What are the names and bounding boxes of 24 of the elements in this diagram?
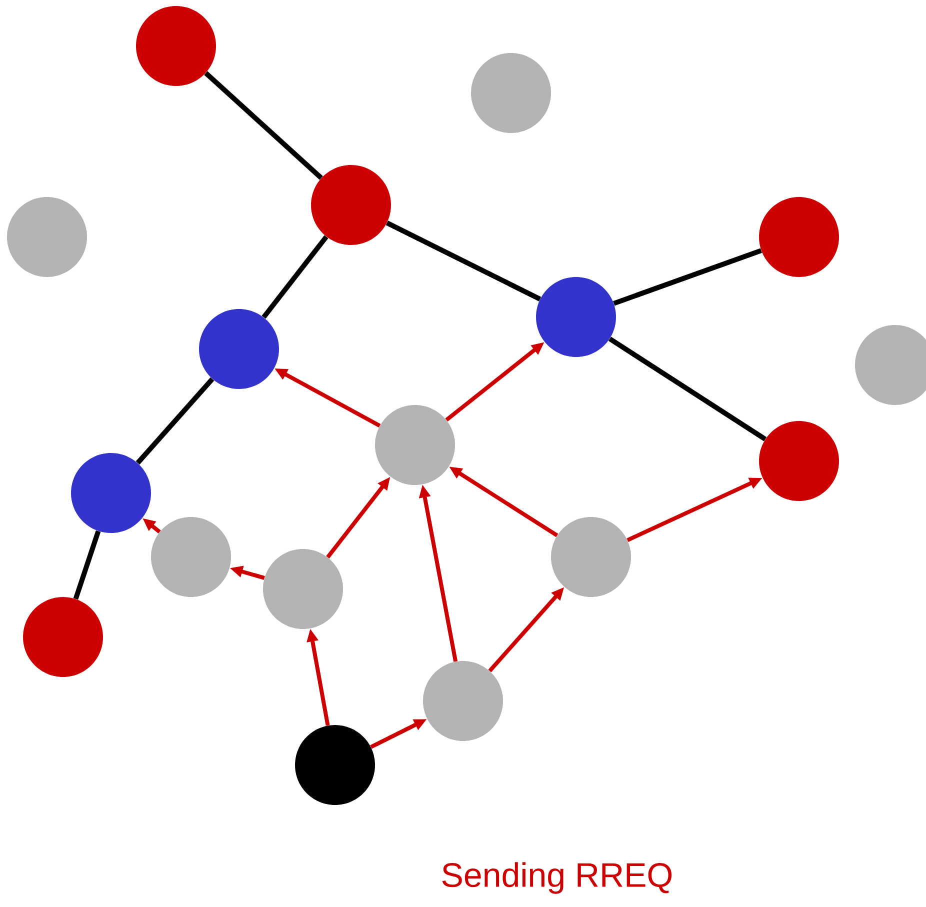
link-line (386, 220, 542, 302)
node-circle (71, 453, 151, 533)
node-circle (199, 309, 279, 389)
node-circle (136, 6, 216, 86)
link-line (73, 530, 101, 600)
node-circle (7, 197, 87, 277)
node-circle (536, 277, 616, 357)
link-line (613, 248, 762, 306)
node-circle (759, 197, 839, 277)
link-line (608, 336, 767, 442)
node-circle (423, 661, 503, 741)
node-circle (311, 165, 391, 245)
node-circle (263, 549, 343, 629)
node-circle (471, 53, 551, 133)
link-line (204, 71, 323, 180)
node-circle (759, 421, 839, 501)
link-line (262, 235, 328, 319)
node-circle (151, 517, 231, 597)
node-circle (551, 517, 631, 597)
caption: Sending RREQ (442, 862, 672, 894)
node-circle (23, 597, 103, 677)
node-circle (375, 405, 455, 485)
node-circle (295, 725, 375, 805)
link-line (136, 377, 214, 465)
